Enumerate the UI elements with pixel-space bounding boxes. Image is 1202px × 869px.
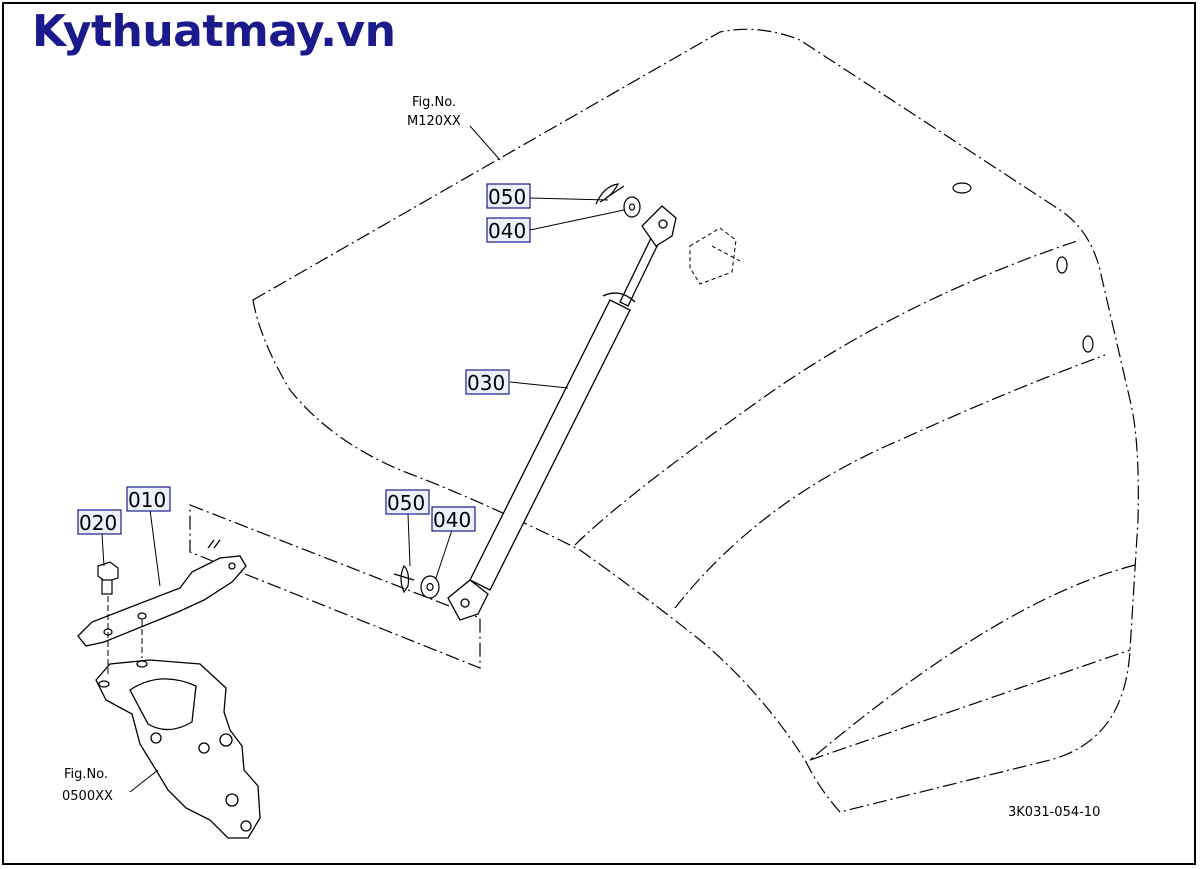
- drawing-code: 3K031-054-10: [1008, 805, 1100, 820]
- bolt: [97, 561, 119, 595]
- callout-top-050: 050: [486, 183, 531, 209]
- frame-fig-label: Fig.No.: [64, 767, 108, 782]
- svg-text:040: 040: [488, 219, 526, 243]
- callout-top-040: 040: [486, 217, 531, 243]
- leader-lines: [101, 197, 625, 793]
- callout-bottom-050: 050: [385, 489, 430, 515]
- callout-bottom-040: 040: [431, 506, 476, 532]
- hole-right-2: [1082, 335, 1094, 353]
- bottom-washer-pin: [393, 564, 440, 599]
- svg-text:050: 050: [387, 491, 425, 515]
- svg-text:050: 050: [488, 185, 526, 209]
- hood-holes: [952, 182, 1094, 353]
- callout-020: 020: [77, 509, 122, 535]
- hood-ref-leader: [469, 125, 501, 161]
- callout-030: 030: [465, 369, 510, 395]
- svg-text:010: 010: [128, 488, 166, 512]
- svg-text:020: 020: [79, 511, 117, 535]
- hole-right-1: [1056, 256, 1068, 274]
- hood-bracket: [689, 227, 743, 285]
- svg-text:040: 040: [433, 508, 471, 532]
- gas-spring: [447, 205, 677, 621]
- callout-010: 010: [126, 486, 171, 512]
- svg-text:030: 030: [467, 371, 505, 395]
- frame-casting: [95, 659, 261, 839]
- hood-fig-number: M120XX: [407, 114, 461, 129]
- frame-fig-number: 0500XX: [62, 789, 113, 804]
- watermark-logo: Kythuatmay.vn: [32, 6, 396, 57]
- hood-outline: [189, 28, 1139, 813]
- top-washer-pin: [595, 183, 641, 218]
- hood-fig-label: Fig.No.: [412, 95, 456, 110]
- hole-top: [952, 182, 972, 194]
- assembly-lines: [107, 596, 143, 676]
